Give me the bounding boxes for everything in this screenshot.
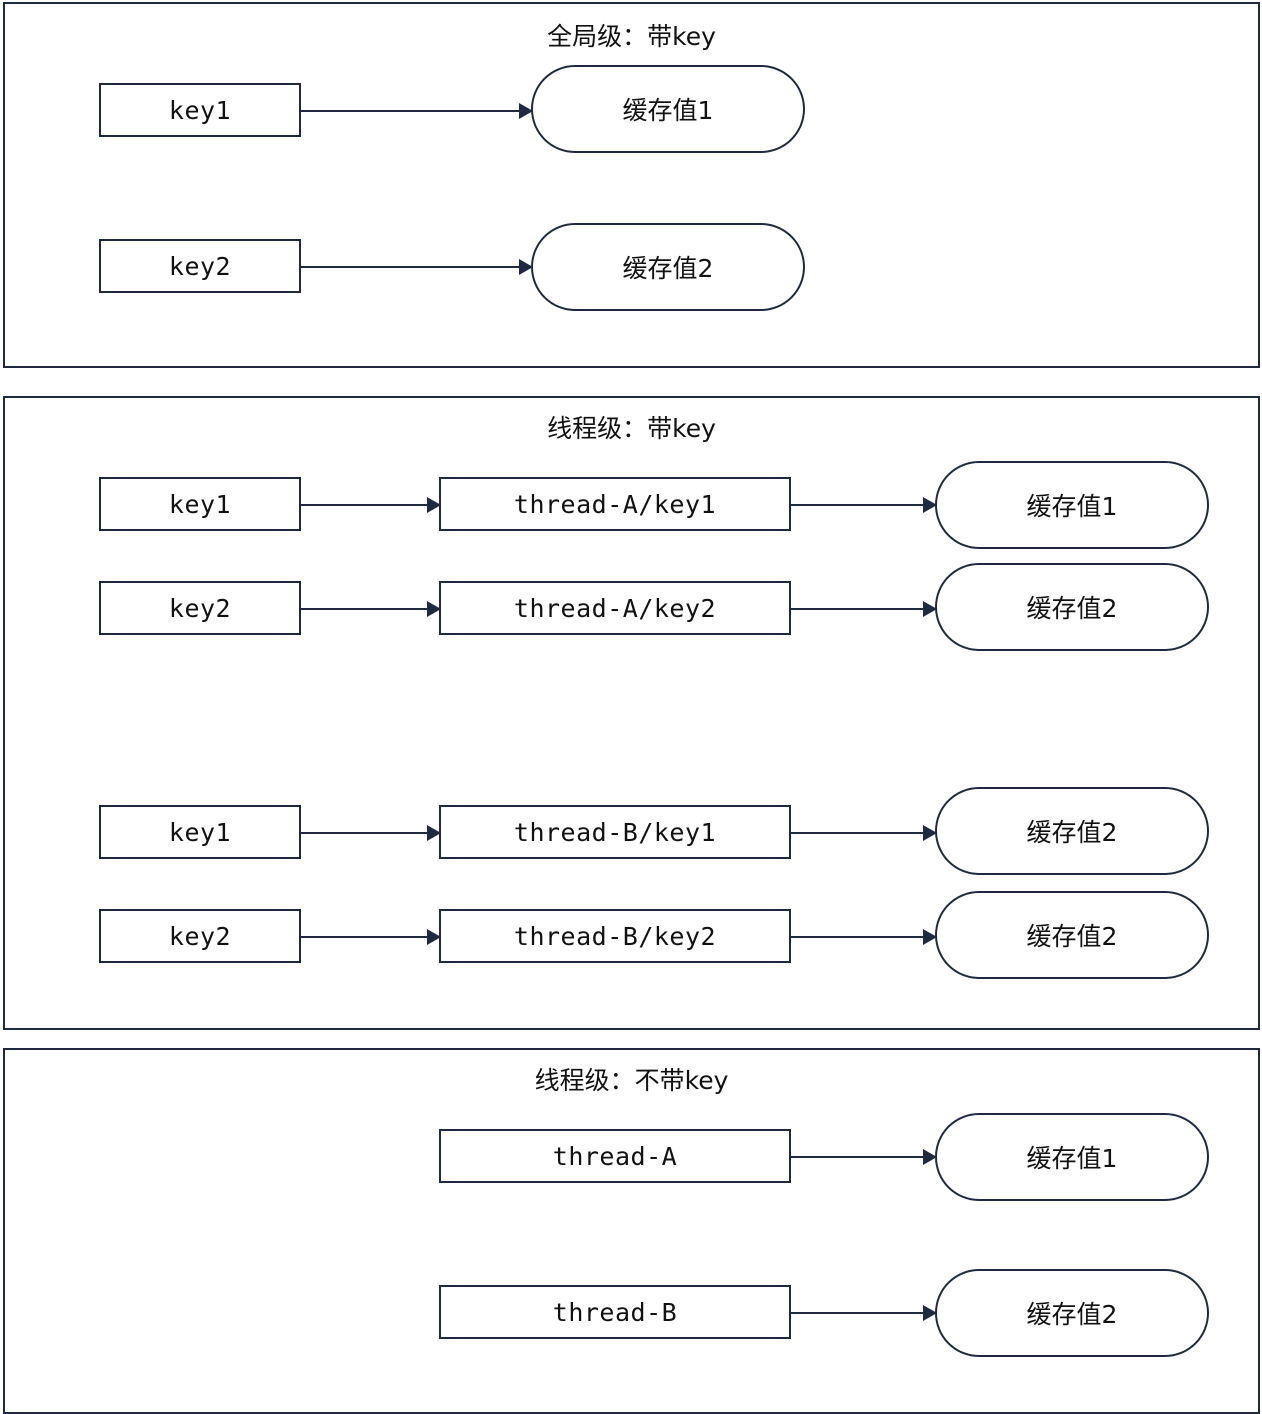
thread-key-node: thread-A/key1 — [439, 477, 791, 531]
edge-arrow — [301, 601, 441, 617]
cache-value-node: 缓存值1 — [935, 461, 1209, 549]
edge-arrow — [301, 825, 441, 841]
key-node: key1 — [99, 83, 301, 137]
cache-value-node: 缓存值1 — [531, 65, 805, 153]
key-node: key2 — [99, 581, 301, 635]
cache-value-node: 缓存值2 — [935, 563, 1209, 651]
cache-value-node: 缓存值2 — [935, 891, 1209, 979]
cache-value-node: 缓存值1 — [935, 1113, 1209, 1201]
thread-level-keyed-panel: 线程级：带key key1 thread-A/key1 缓存值1 key2 th… — [3, 396, 1260, 1030]
key-node: key2 — [99, 909, 301, 963]
edge-arrow — [301, 929, 441, 945]
thread-key-node: thread-B/key2 — [439, 909, 791, 963]
key-node: key2 — [99, 239, 301, 293]
edge-arrow — [791, 825, 937, 841]
edge-arrow — [791, 1305, 937, 1321]
panel-title: 全局级：带key — [547, 22, 716, 51]
key-node: key1 — [99, 805, 301, 859]
panel-title: 线程级：不带key — [534, 1066, 729, 1095]
key-node: key1 — [99, 477, 301, 531]
cache-value-node: 缓存值2 — [935, 1269, 1209, 1357]
thread-node: thread-B — [439, 1285, 791, 1339]
thread-node: thread-A — [439, 1129, 791, 1183]
cache-value-node: 缓存值2 — [531, 223, 805, 311]
global-level-panel: 全局级：带key key1 缓存值1 key2 缓存值2 — [3, 2, 1260, 368]
edge-arrow — [791, 601, 937, 617]
cache-value-node: 缓存值2 — [935, 787, 1209, 875]
edge-arrow — [301, 497, 441, 513]
panel-title: 线程级：带key — [547, 414, 716, 443]
edge-arrow — [791, 929, 937, 945]
edge-arrow — [791, 1149, 937, 1165]
edge-arrow — [301, 103, 533, 119]
edge-arrow — [791, 497, 937, 513]
thread-level-unkeyed-panel: 线程级：不带key thread-A 缓存值1 thread-B 缓存值2 — [3, 1048, 1260, 1414]
thread-key-node: thread-A/key2 — [439, 581, 791, 635]
thread-key-node: thread-B/key1 — [439, 805, 791, 859]
edge-arrow — [301, 259, 533, 275]
